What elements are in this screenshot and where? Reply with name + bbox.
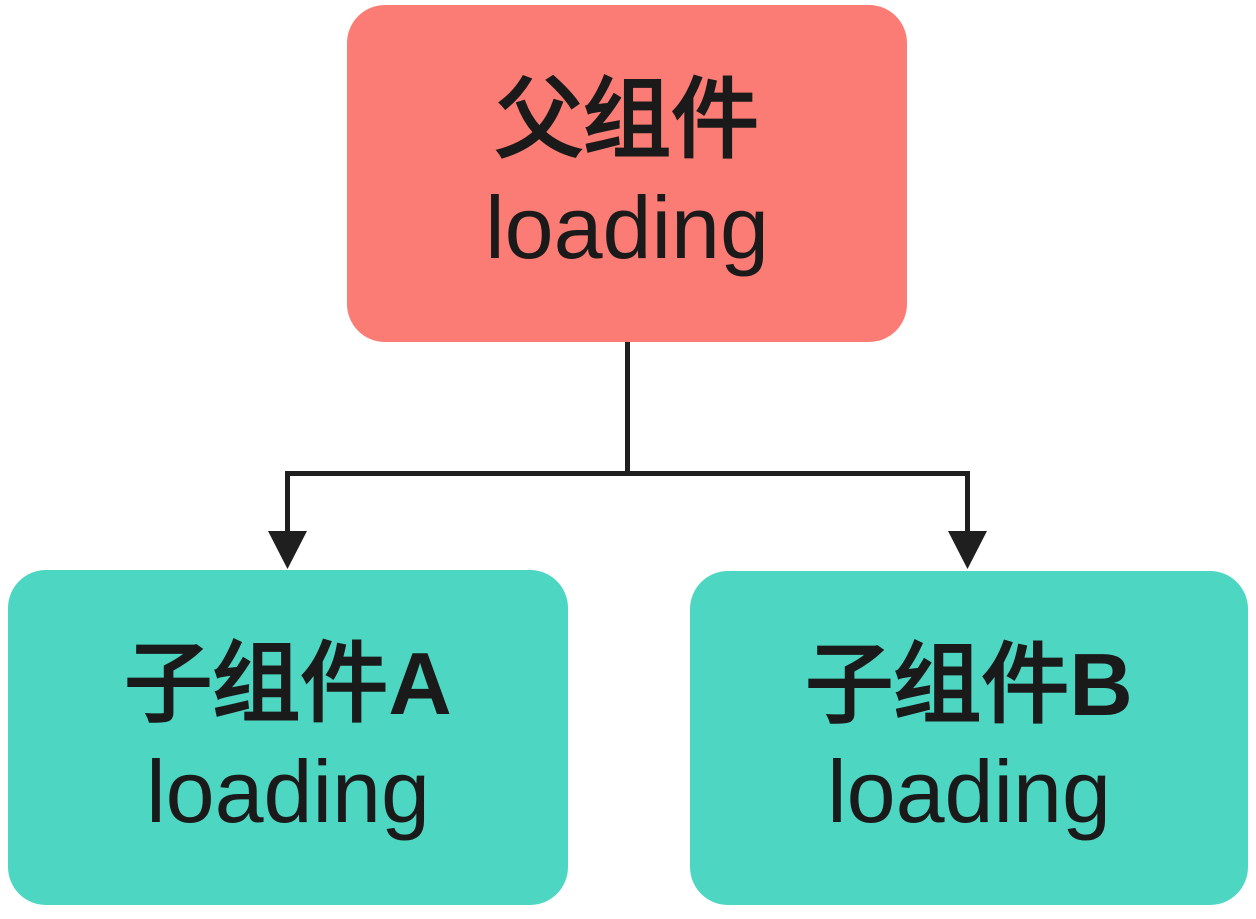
arrowhead-right-icon [948, 531, 987, 569]
node-title: 子组件B [805, 634, 1133, 734]
node-parent-component: 父组件 loading [347, 5, 907, 342]
node-title: 子组件A [124, 634, 452, 734]
node-child-component-a: 子组件A loading [8, 570, 568, 905]
node-subtitle: loading [146, 741, 430, 841]
arrowhead-left-icon [268, 531, 307, 569]
node-title: 父组件 [494, 70, 759, 170]
node-child-component-b: 子组件B loading [690, 571, 1248, 905]
node-subtitle: loading [485, 177, 769, 277]
node-subtitle: loading [827, 742, 1111, 841]
